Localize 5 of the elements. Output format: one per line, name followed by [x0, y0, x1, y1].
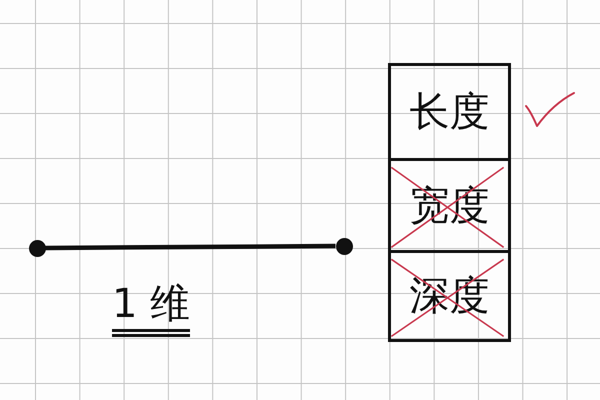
endpoint-dot [336, 238, 352, 254]
line-segment [45, 244, 336, 250]
double-underlined-heading: 1 维 [112, 283, 190, 337]
table-cell: 长度 [388, 63, 511, 161]
endpoint-dot [28, 240, 46, 256]
